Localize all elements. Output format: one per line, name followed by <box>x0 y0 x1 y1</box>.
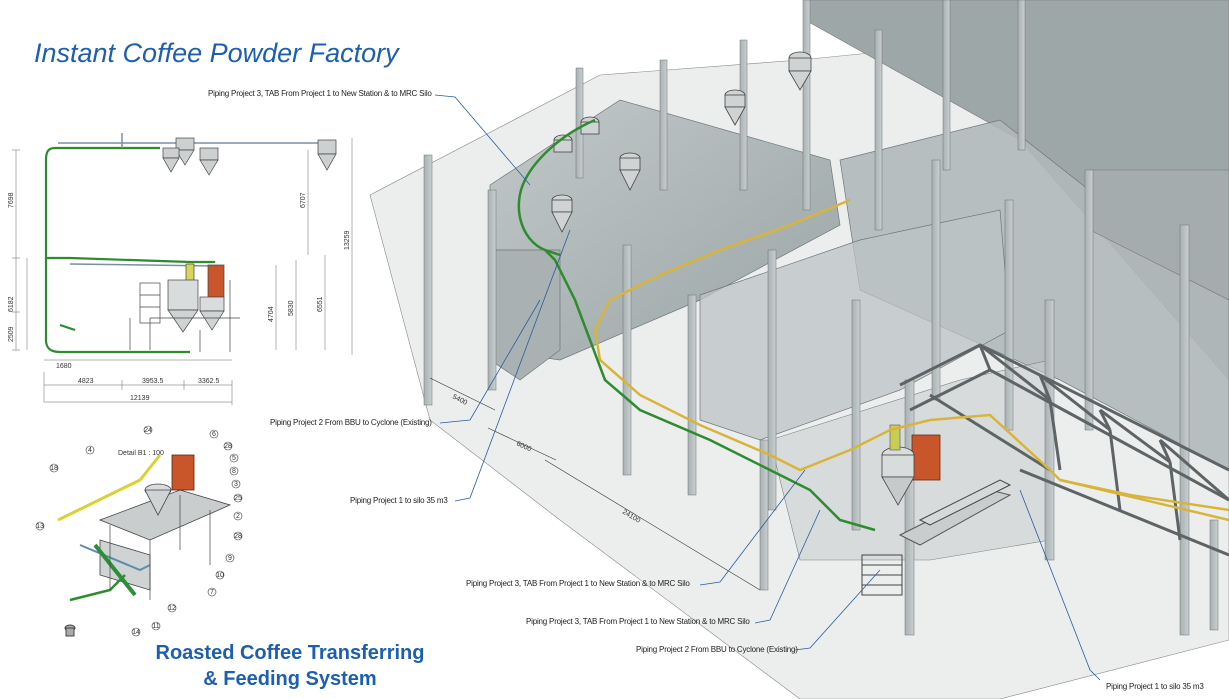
dim-6707: 6707 <box>300 192 307 208</box>
detail-label: Detail B1 : 100 <box>118 450 164 457</box>
callout-piping-3-low: Piping Project 3, TAB From Project 1 to … <box>526 617 750 626</box>
callout-piping-3-top: Piping Project 3, TAB From Project 1 to … <box>208 89 432 98</box>
page-subtitle: Roasted Coffee Transferring & Feeding Sy… <box>150 640 430 692</box>
elevation-drawing: 7698 6182 2509 6707 13259 4704 5830 6551… <box>8 133 353 405</box>
balloon-14: 14 <box>132 629 140 636</box>
balloon-28a: 28 <box>224 443 232 450</box>
balloon-18: 18 <box>50 465 58 472</box>
dim-4704: 4704 <box>268 306 275 322</box>
balloon-11: 11 <box>152 623 159 630</box>
conveyor-rack <box>861 479 1012 596</box>
dim-7698: 7698 <box>8 192 15 208</box>
callout-piping-3-mid: Piping Project 3, TAB From Project 1 to … <box>466 579 690 588</box>
isometric-building: 5400 6000 24100 <box>369 0 1229 699</box>
balloon-7: 7 <box>210 589 214 596</box>
dim-4823: 4823 <box>78 378 94 385</box>
columns <box>423 0 1219 636</box>
detail-ladder <box>93 543 137 597</box>
callout-piping-1-left: Piping Project 1 to silo 35 m3 <box>350 496 448 505</box>
subtitle-line-1: Roasted Coffee Transferring <box>155 642 425 664</box>
cyclone-unit <box>881 424 941 506</box>
elevation-hoppers <box>162 137 337 176</box>
balloon-25: 25 <box>234 495 242 502</box>
dim-3362: 3362.5 <box>198 378 220 385</box>
dim-1680: 1680 <box>56 363 72 370</box>
dim-3953: 3953.5 <box>142 378 164 385</box>
dim-6551: 6551 <box>317 296 324 312</box>
detail-orange-unit <box>171 454 195 491</box>
balloon-8: 8 <box>232 468 236 475</box>
balloon-12: 12 <box>168 605 176 612</box>
balloon-10: 10 <box>216 572 224 579</box>
balloon-13: 13 <box>36 523 44 530</box>
elevation-green-pipe <box>44 146 215 354</box>
callout-piping-2-left: Piping Project 2 From BBU to Cyclone (Ex… <box>270 418 432 427</box>
balloon-3: 3 <box>234 481 238 488</box>
elevation-plant <box>129 263 240 352</box>
balloon-5: 5 <box>232 455 236 462</box>
detail-small-part-body <box>65 627 75 637</box>
detail-hopper-cone <box>144 489 172 516</box>
subtitle-line-2: & Feeding System <box>203 668 377 690</box>
iso-dimension-lines <box>429 377 761 591</box>
detail-balloon-numbers: 4 24 6 28 5 8 3 25 2 28 18 13 9 10 7 12 … <box>36 427 242 636</box>
callout-leaders <box>434 94 1101 681</box>
balloon-9: 9 <box>228 555 232 562</box>
detail-yellow-pipe <box>57 454 162 522</box>
dim-13259: 13259 <box>344 230 351 250</box>
pipe-project-1-green <box>517 118 876 532</box>
dim-2509: 2509 <box>8 326 15 342</box>
elevation-dim-lines <box>12 138 353 405</box>
callout-piping-2-low: Piping Project 2 From BBU to Cyclone (Ex… <box>636 645 798 654</box>
balloon-2: 2 <box>236 513 240 520</box>
dim-5830: 5830 <box>288 300 295 316</box>
callout-piping-1-right: Piping Project 1 to silo 35 m3 <box>1106 682 1204 691</box>
detail-balloons <box>35 425 243 637</box>
detail-legs <box>109 495 211 600</box>
pipe-project-3-yellow <box>593 198 1229 522</box>
balloon-24: 24 <box>144 427 152 434</box>
balloon-4: 4 <box>88 447 92 454</box>
page-title: Instant Coffee Powder Factory <box>34 38 399 68</box>
balloon-28b: 28 <box>234 533 242 540</box>
detail-isometric: Detail B1 : 100 4 24 6 28 5 8 3 25 2 28 … <box>35 425 243 637</box>
balloon-6: 6 <box>212 431 216 438</box>
dim-6182: 6182 <box>8 296 15 312</box>
dim-12139: 12139 <box>130 395 150 402</box>
